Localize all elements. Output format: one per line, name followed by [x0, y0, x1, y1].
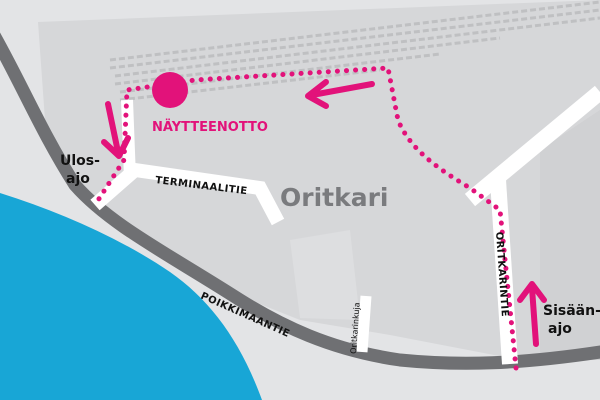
sampling-point-marker: [152, 72, 188, 108]
exit-label-line-1: Ulos-: [60, 153, 100, 169]
east-block: [540, 110, 600, 360]
route-arrow-down: [101, 101, 131, 159]
entry-label: Sisään- ajo: [543, 303, 600, 337]
route-arrow-left: [305, 79, 375, 109]
street-label-oritkarinkuja: Oritkarinkuja: [349, 302, 362, 354]
exit-label-line-2: ajo: [66, 171, 90, 187]
oritkarinkuja-road: [356, 295, 372, 353]
truck-route: [92, 65, 519, 371]
poikkimaantie-road: [0, 32, 600, 370]
sampling-point-label: NÄYTTEENOTTO: [152, 119, 268, 135]
south-block: [290, 230, 360, 320]
terminaalitie-road: [90, 162, 285, 226]
sea-water: [0, 193, 262, 400]
entry-label-line-1: Sisään-: [543, 303, 600, 319]
diagonal-road: [464, 85, 600, 207]
entry-label-line-2: ajo: [548, 321, 572, 337]
area-name-label: Oritkari: [280, 183, 389, 212]
oritkarintie-road: [490, 179, 518, 365]
route-arrow-up: [517, 281, 547, 347]
exit-label: Ulos- ajo: [60, 153, 105, 187]
